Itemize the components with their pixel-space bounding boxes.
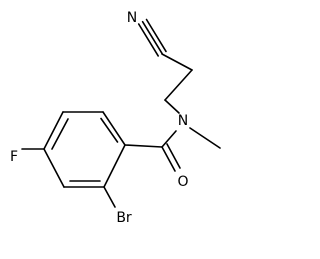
nitrile-triple-bond-2 [141,20,163,55]
ring-bond-c6-c1 [103,144,126,188]
amide-bond [161,130,177,148]
chain-bond-1 [161,53,193,71]
chain-bond-3 [164,99,180,114]
ring-inner-bond-2 [51,118,69,150]
molecule-structure: N N O Br F [10,10,221,226]
amide-nitrogen-label: N [178,113,188,129]
chain-bond-2 [164,69,193,101]
carbonyl-double-bond-1 [161,146,176,172]
nitrile-nitrogen-label: N [127,10,137,26]
nitrile-triple-bond-3 [145,18,167,53]
bromine-label: Br [116,210,132,226]
carbonyl-oxygen-label: O [177,174,188,190]
fluorine-label: F [10,149,18,165]
aryl-carbonyl-bond [124,144,163,148]
c-br-bond [103,186,116,208]
ring-bond-c4-c5 [43,148,65,188]
ring-bond-c1-c2 [102,111,126,146]
nitrile-triple-bond-1 [137,23,159,57]
n-methyl-bond [189,127,221,149]
ring-bond-c3-c4 [43,111,64,150]
carbonyl-double-bond-2 [166,143,181,169]
ring-inner-bond-1 [100,117,119,143]
